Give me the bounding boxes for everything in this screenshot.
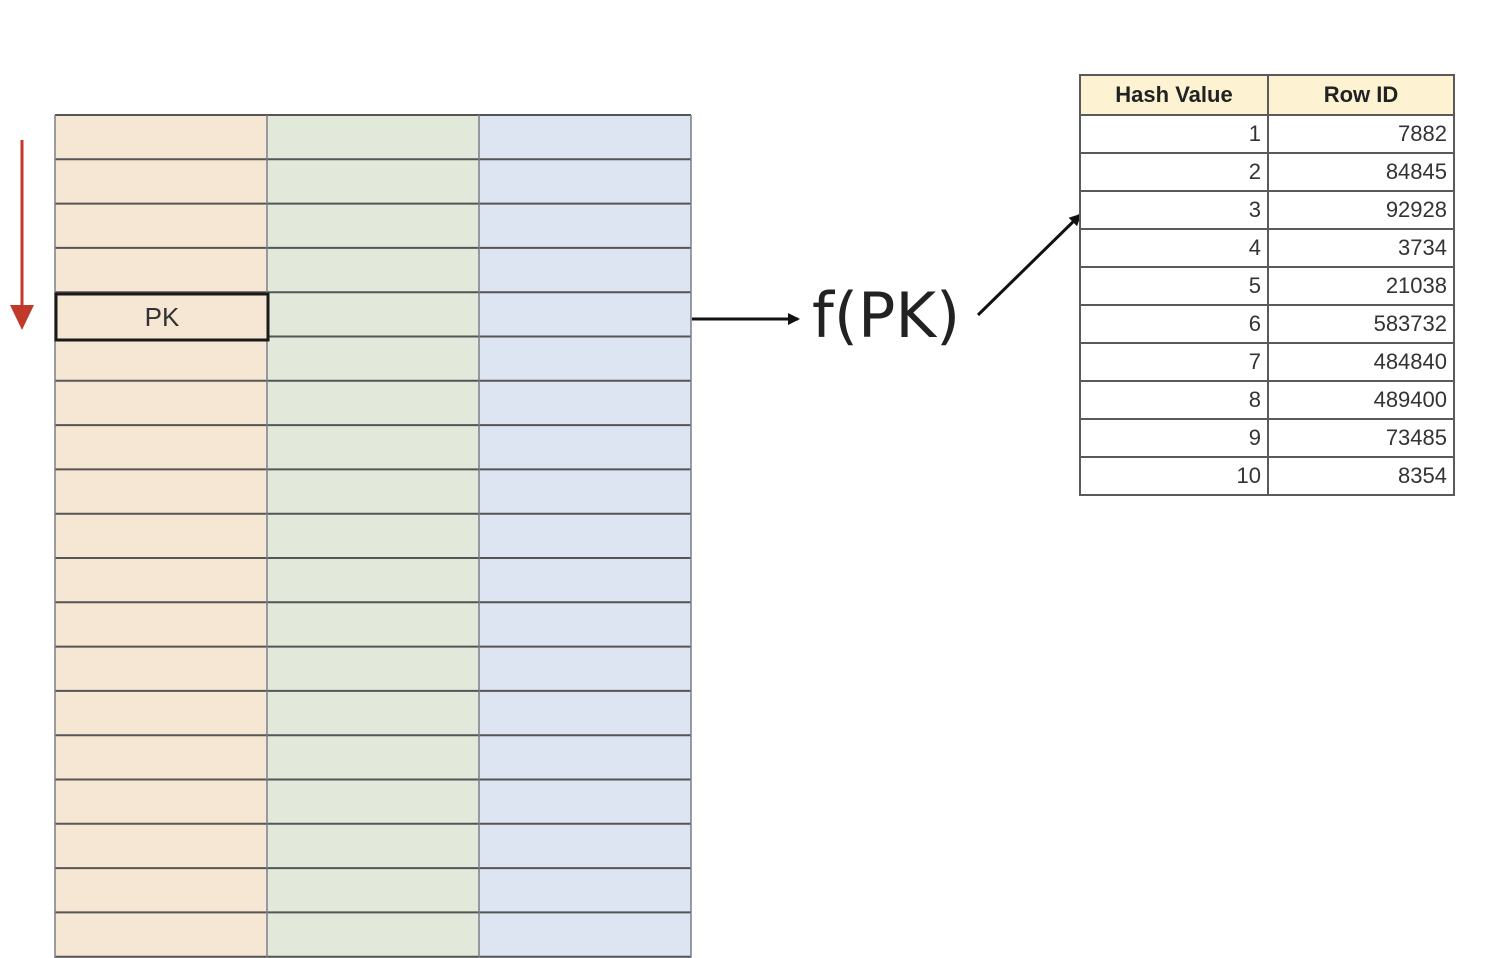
arrow-to-hash-table bbox=[976, 213, 1082, 317]
hash-value-cell: 8 bbox=[1079, 380, 1269, 420]
hash-value-cell: 1 bbox=[1079, 114, 1269, 154]
hash-value-cell: 10 bbox=[1079, 456, 1269, 496]
table-row-lines bbox=[55, 114, 691, 958]
row-id-cell: 583732 bbox=[1267, 304, 1455, 344]
row-id-cell: 73485 bbox=[1267, 418, 1455, 458]
hash-value-cell: 4 bbox=[1079, 228, 1269, 268]
row-id-cell: 84845 bbox=[1267, 152, 1455, 192]
hash-value-cell: 5 bbox=[1079, 266, 1269, 306]
table-column-1 bbox=[55, 115, 267, 958]
hash-function-label: f(PK) bbox=[812, 279, 961, 352]
row-id-cell: 92928 bbox=[1267, 190, 1455, 230]
row-id-header: Row ID bbox=[1267, 74, 1455, 116]
hash-value-cell: 2 bbox=[1079, 152, 1269, 192]
hash-value-cell: 9 bbox=[1079, 418, 1269, 458]
data-table bbox=[54, 114, 692, 958]
table-column-lines bbox=[54, 115, 692, 958]
table-column-3 bbox=[479, 115, 691, 958]
hash-value-cell: 3 bbox=[1079, 190, 1269, 230]
table-column-2 bbox=[267, 115, 479, 958]
hash-value-cell: 7 bbox=[1079, 342, 1269, 382]
hash-value-header: Hash Value bbox=[1079, 74, 1269, 116]
row-id-cell: 21038 bbox=[1267, 266, 1455, 306]
row-id-cell: 7882 bbox=[1267, 114, 1455, 154]
row-id-cell: 489400 bbox=[1267, 380, 1455, 420]
scan-direction-arrowhead bbox=[10, 305, 34, 330]
row-id-cell: 8354 bbox=[1267, 456, 1455, 496]
hash-table-header-row: Hash Value Row ID bbox=[1079, 74, 1455, 116]
row-id-cell: 3734 bbox=[1267, 228, 1455, 268]
pk-cell-highlight bbox=[54, 292, 270, 342]
hash-value-cell: 6 bbox=[1079, 304, 1269, 344]
row-id-cell: 484840 bbox=[1267, 342, 1455, 382]
